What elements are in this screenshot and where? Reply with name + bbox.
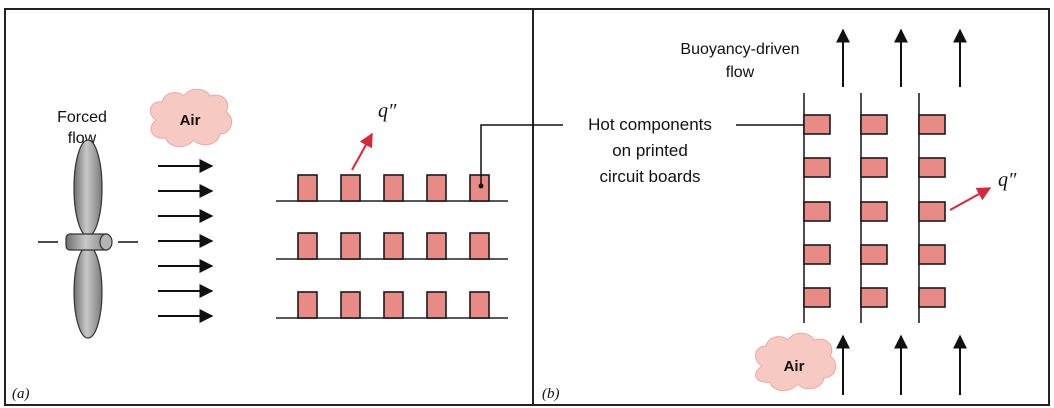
forced-flow-label-1: Forced [57,109,107,126]
hot-components-a [297,174,490,319]
heat-flux-label-b: q″ [998,169,1017,191]
buoyancy-label-1: Buoyancy-driven [680,41,799,58]
air-cloud-icon [149,88,233,147]
callout-label-1: Hot components [588,115,712,134]
forced-flow-arrows [158,159,214,323]
callout-label-3: circuit boards [599,167,700,186]
air-label-a: Air [180,112,201,129]
callout-label-2: on printed [612,141,688,160]
buoyancy-arrows-top [836,28,967,87]
buoyancy-arrows-bottom [836,334,967,395]
panel-a-label: (a) [12,386,30,402]
fan-propeller-icon [38,139,138,339]
panel-b-frame [532,8,1050,406]
heat-flux-arrow-a [351,132,373,171]
heat-flux-label-a: q″ [378,100,397,122]
hot-components-b [803,114,946,308]
air-cloud-icon [755,332,837,391]
air-label-b: Air [784,358,805,375]
buoyancy-label-2: flow [726,64,755,81]
heat-flux-arrow-b [949,187,992,211]
panel-b-label: (b) [542,386,560,402]
